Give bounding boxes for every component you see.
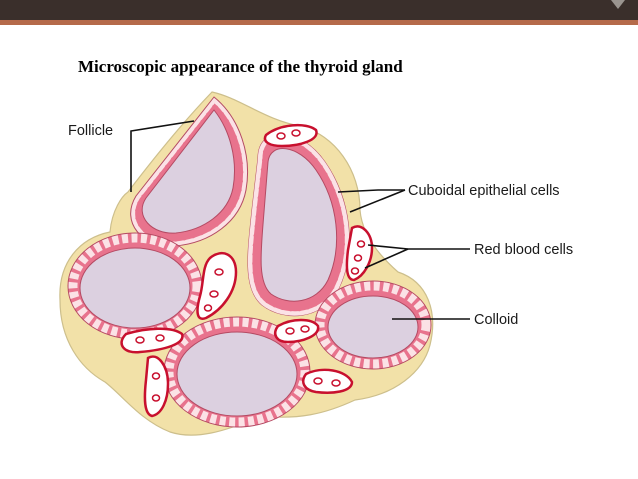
capillary-center	[274, 318, 320, 344]
capillary-middle	[196, 252, 238, 320]
slide-top-bar	[0, 0, 638, 20]
follicle-top-left	[130, 96, 249, 247]
label-colloid: Colloid	[474, 312, 518, 328]
capillary-left	[120, 327, 184, 354]
follicle-bottom	[163, 316, 311, 428]
slide-accent-stripe	[0, 20, 638, 25]
leader-lines	[130, 120, 470, 320]
label-cuboidal-epithelial-cells: Cuboidal epithelial cells	[408, 183, 560, 199]
corner-arrow-icon	[611, 0, 625, 9]
capillaries	[120, 123, 374, 418]
capillary-right	[345, 225, 374, 282]
slide-title: Microscopic appearance of the thyroid gl…	[78, 57, 403, 76]
follicle-right	[314, 280, 432, 370]
capillary-top	[263, 123, 318, 148]
capillary-bottom-left	[143, 355, 170, 418]
label-red-blood-cells: Red blood cells	[474, 242, 573, 258]
rbc-leader-line	[367, 244, 470, 250]
capillary-bottom-right	[302, 368, 354, 394]
follicle-left	[67, 232, 203, 340]
label-follicle: Follicle	[68, 123, 113, 139]
follicle-leader-line	[130, 120, 195, 192]
cuboidal-leader-line	[337, 189, 405, 193]
follicle-center	[247, 133, 350, 317]
